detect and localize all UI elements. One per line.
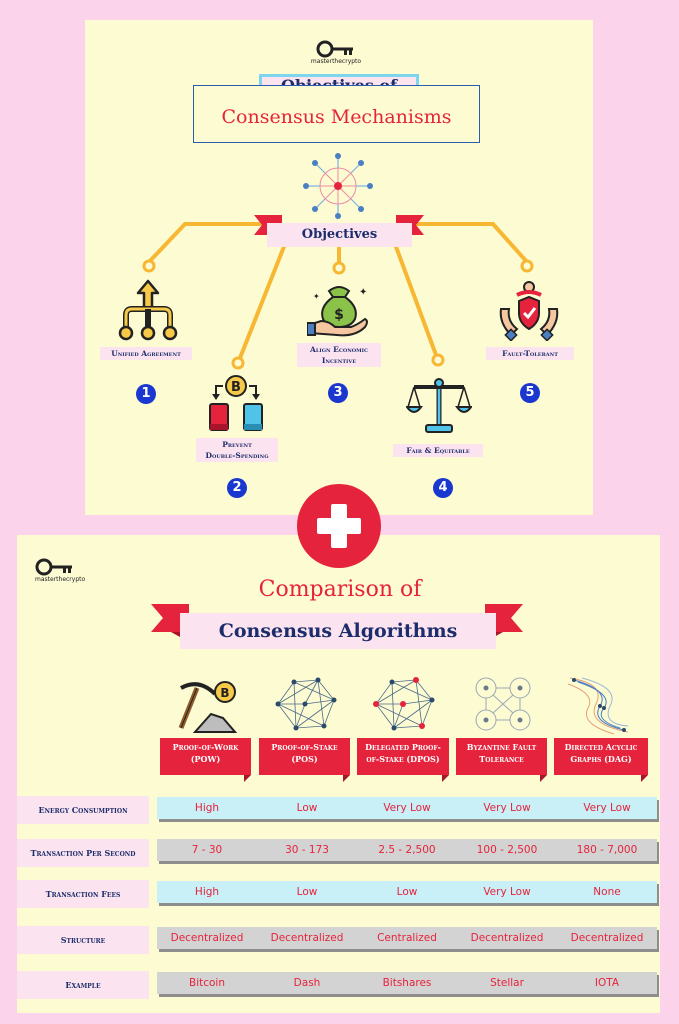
table-row: High Low Very Low Very Low Very Low: [157, 797, 657, 819]
row-label-energy: Energy Consumption: [17, 796, 149, 824]
svg-text:$: $: [334, 307, 344, 323]
algo-header-pow-line1: Proof-of-Work: [172, 742, 239, 752]
key-icon: [316, 40, 353, 58]
brand-name-bottom: masterthecrypto: [35, 576, 86, 583]
objective-label-1: Unified Agreement: [100, 347, 192, 360]
algo-header-dag-line2: Graphs (DAG): [570, 754, 632, 764]
comparison-subtitle: Consensus Algorithms: [180, 613, 496, 649]
byzantine-nodes-icon: [475, 677, 531, 731]
objective-label-2-line1: Prevent: [222, 440, 252, 449]
table-cell: Very Low: [383, 802, 431, 814]
table-cell: High: [194, 802, 220, 814]
objective-number-1: 1: [136, 384, 156, 404]
algo-header-dpos-line1: Delegated Proof-: [365, 742, 441, 752]
objective-label-2: Prevent Double-Spending: [196, 438, 278, 462]
algo-header-dag: Directed Acyclic Graphs (DAG): [554, 738, 648, 782]
row-label-example: Example: [17, 971, 149, 999]
row-label-tps: Transaction Per Second: [17, 839, 149, 867]
table-cell: 180 - 7,000: [576, 844, 638, 856]
table-cell: Low: [296, 802, 318, 814]
table-cell: IOTA: [594, 977, 620, 989]
table-cell: Decentralized: [570, 932, 644, 944]
algo-header-bft-line1: Byzantine Fault: [466, 742, 537, 752]
objective-label-5: Fault-Tolerant: [486, 347, 574, 360]
objective-label-3-line2: Incentive: [321, 356, 357, 365]
network-graph-icon: [275, 677, 337, 731]
svg-text:✦: ✦: [359, 287, 367, 298]
shield-hands-icon: [499, 281, 559, 341]
table-cell: Stellar: [490, 977, 524, 989]
algo-header-dpos: Delegated Proof- of-Stake (DPOS): [357, 738, 449, 782]
table-cell: Very Low: [583, 802, 631, 814]
brand-logo-bottom: masterthecrypto: [35, 558, 97, 583]
objective-label-4: Fair & Equitable: [393, 444, 483, 457]
table-cell: Dash: [293, 977, 321, 989]
algo-header-dag-line1: Directed Acyclic: [564, 742, 638, 752]
objective-number-4: 4: [433, 478, 453, 498]
table-cell: 7 - 30: [191, 844, 223, 856]
table-cell: High: [194, 886, 220, 898]
plus-icon: [297, 484, 381, 568]
objective-connectors: [142, 222, 534, 370]
algo-header-pow-line2: (POW): [190, 754, 221, 764]
objective-label-2-line2: Double-Spending: [205, 451, 269, 460]
objective-label-3-line1: Align Economic: [310, 345, 368, 354]
table-cell: 100 - 2,500: [476, 844, 538, 856]
algo-header-pos-line1: Proof-of-Stake: [271, 742, 338, 752]
table-cell: Very Low: [483, 886, 531, 898]
table-cell: Low: [296, 886, 318, 898]
algo-header-pos-line2: (POS): [291, 754, 318, 764]
svg-text:✦: ✦: [313, 292, 320, 301]
mining-icon: B: [178, 681, 237, 733]
table-row: Bitcoin Dash Bitshares Stellar IOTA: [157, 972, 657, 994]
objective-number-3: 3: [328, 383, 348, 403]
table-row: 7 - 30 30 - 173 2.5 - 2,500 100 - 2,500 …: [157, 839, 657, 861]
brand-name: masterthecrypto: [310, 58, 362, 65]
objectives-center-label: Objectives: [267, 223, 412, 247]
row-label-fees: Transaction Fees: [17, 880, 149, 908]
table-cell: Decentralized: [270, 932, 344, 944]
dag-icon: [567, 677, 629, 735]
table-row: Decentralized Decentralized Centralized …: [157, 927, 657, 949]
algo-header-bft: Byzantine Fault Tolerance: [456, 738, 547, 782]
objective-number-5: 5: [520, 383, 540, 403]
objective-label-3: Align Economic Incentive: [297, 343, 381, 367]
network-graph-icon: [373, 677, 435, 731]
algo-header-pos: Proof-of-Stake (POS): [259, 738, 350, 782]
svg-text:B: B: [231, 380, 241, 395]
table-cell: Decentralized: [170, 932, 244, 944]
svg-text:B: B: [220, 686, 229, 700]
algo-header-pow: Proof-of-Work (POW): [160, 738, 251, 782]
money-bag-hand-icon: $ ✦ ✦: [307, 286, 368, 337]
table-cell: Low: [396, 886, 418, 898]
balance-scale-icon: [406, 378, 472, 433]
table-cell: None: [593, 886, 621, 898]
hierarchy-icon: [118, 279, 178, 341]
network-icon: [303, 153, 373, 219]
table-cell: Very Low: [483, 802, 531, 814]
row-label-structure: Structure: [17, 926, 149, 954]
algo-header-dpos-line2: of-Stake (DPOS): [366, 754, 440, 764]
objectives-title: Consensus Mechanisms: [193, 85, 480, 143]
table-cell: 30 - 173: [285, 844, 329, 856]
table-cell: Centralized: [377, 932, 437, 944]
table-row: High Low Low Very Low None: [157, 881, 657, 903]
table-cell: 2.5 - 2,500: [378, 844, 436, 856]
table-cell: Bitcoin: [188, 977, 225, 989]
comparison-title: Comparison of: [258, 577, 422, 602]
table-cell: Bitshares: [382, 977, 432, 989]
algo-header-bft-line2: Tolerance: [479, 754, 524, 764]
key-icon: [35, 558, 72, 576]
bitcoin-transfer-icon: B: [209, 375, 263, 431]
brand-logo: masterthecrypto: [306, 40, 366, 65]
objective-number-2: 2: [227, 478, 247, 498]
table-cell: Decentralized: [470, 932, 544, 944]
